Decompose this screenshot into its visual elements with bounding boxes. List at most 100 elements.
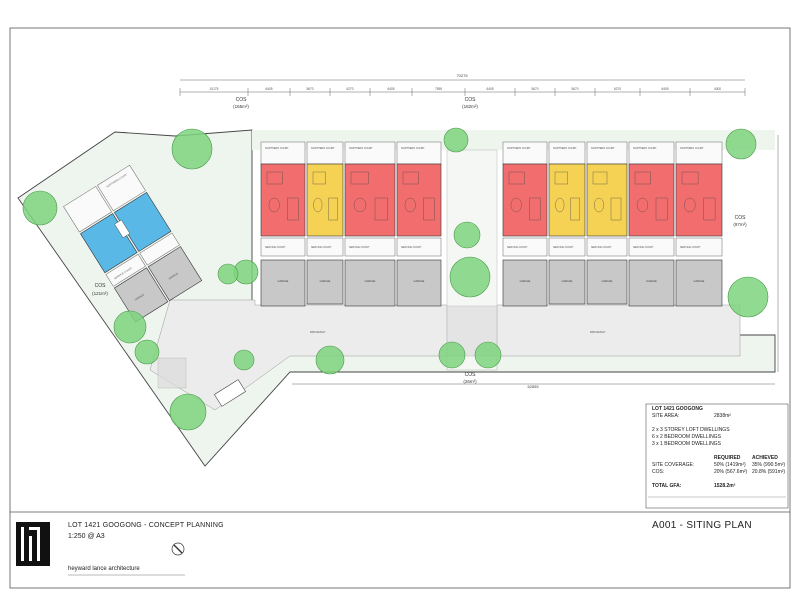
service-court-9: [675, 237, 723, 257]
garage-label-6: GARAGE: [562, 280, 573, 283]
cos-e-area: (97m²): [733, 222, 747, 227]
tree-4: [113, 310, 147, 344]
northern-court-8: [628, 141, 675, 165]
service-court-5: [502, 237, 548, 257]
northern-court-label-3: NORTHERN COURT: [349, 147, 373, 150]
tree-1: [22, 190, 58, 226]
dining-table-5: [510, 197, 522, 213]
dwelling-3: [344, 163, 396, 237]
dwelling-room-8: [634, 171, 651, 185]
sheet-title: A001 - SITING PLAN: [652, 520, 752, 531]
dimension-segment-5: 6405: [387, 87, 394, 91]
dimension-segment-12: 4000: [714, 87, 721, 91]
site-coverage-required: 50% (1419m²): [714, 462, 746, 468]
angled-block: NORTHERN COURT SERVICE COURT GARAGE GARA…: [63, 164, 203, 323]
service-court-1: [260, 237, 306, 257]
garage-9: [675, 259, 723, 307]
firm-logo: [16, 522, 50, 566]
driveway-label-right: DRIVEWAY: [590, 330, 606, 334]
northern-court-label-4: NORTHERN COURT: [401, 147, 425, 150]
service-court-angled-a: [105, 253, 146, 287]
dwelling-room-9: [681, 171, 699, 185]
garage-5: [502, 259, 548, 307]
drawing-scale: 1:250 @ A3: [68, 533, 105, 540]
required-header: REQUIRED: [714, 455, 741, 461]
dining-table-4: [404, 197, 416, 213]
service-court-label-3: SERVICE COURT: [349, 246, 370, 249]
dwelling-mix-3: 3 x 1 BEDROOM DWELLINGS: [652, 441, 721, 447]
stair-a: [114, 219, 131, 239]
dining-table-6: [555, 197, 565, 213]
cos-b-area: (182m²): [462, 104, 478, 109]
garage-4: [396, 259, 442, 307]
site-info-box: LOT 1421 GOOGONG SITE AREA:2838m² 2 x 3 …: [650, 406, 786, 490]
cos-label: COS:: [652, 469, 665, 475]
northern-court-label-2: NORTHERN COURT: [311, 147, 335, 150]
dwelling-mix-1: 2 x 3 STOREY LOFT DWELLINGS: [652, 427, 730, 433]
northern-court-angled-a: [63, 186, 112, 233]
tree-11: [453, 221, 481, 249]
cos-b-name: COS: [465, 97, 477, 103]
kitchen-bench-2: [328, 197, 338, 221]
garage-angled-label-b: GARAGE: [168, 272, 179, 280]
tree-14: [727, 276, 769, 318]
dimension-segment-7: 6405: [486, 87, 493, 91]
cos-a-name: COS: [236, 97, 248, 103]
trees: [22, 127, 769, 431]
garage-label-3: GARAGE: [365, 280, 376, 283]
service-court-label-1: SERVICE COURT: [265, 246, 286, 249]
achieved-header: ACHIEVED: [752, 455, 778, 461]
dining-table-7: [594, 197, 604, 213]
dimension-segment-2: 6405: [265, 87, 272, 91]
service-court-6: [548, 237, 586, 257]
tree-9: [474, 341, 502, 369]
garage-label-2: GARAGE: [320, 280, 331, 283]
dimension-segment-6: 7595: [435, 87, 442, 91]
project-title: LOT 1421 GOOGONG - CONCEPT PLANNING: [68, 522, 224, 529]
garage-2: [306, 259, 344, 305]
kitchen-bench-8: [655, 197, 668, 221]
dining-table-1: [268, 197, 280, 213]
tree-7: [315, 345, 345, 375]
garage-7: [586, 259, 628, 305]
site-coverage-label: SITE COVERAGE:: [652, 462, 695, 468]
northern-court-label-6: NORTHERN COURT: [553, 147, 577, 150]
dining-table-8: [636, 197, 649, 213]
service-court-7: [586, 237, 628, 257]
garage-angled-a: [113, 267, 169, 323]
northern-court-6: [548, 141, 586, 165]
dwelling-room-3: [350, 171, 369, 185]
garage-angled-label-a: GARAGE: [134, 293, 145, 301]
site-coverage-achieved: 35% (990.5m²): [752, 462, 786, 468]
kitchen-bench-6: [570, 197, 580, 221]
garage-label-1: GARAGE: [278, 280, 289, 283]
service-court-8: [628, 237, 675, 257]
dwelling-9: [675, 163, 723, 237]
service-court-label-5: SERVICE COURT: [507, 246, 528, 249]
dining-table-3: [353, 197, 367, 213]
dimension-overall-top: 70275: [456, 73, 468, 78]
garage-label-5: GARAGE: [520, 280, 531, 283]
garage-label-8: GARAGE: [646, 280, 657, 283]
service-court-label-9: SERVICE COURT: [680, 246, 701, 249]
dwelling-row: NORTHERN COURT SERVICE COURT GARAGE NORTHER…: [260, 141, 723, 307]
kitchen-bench-9: [703, 197, 716, 221]
cos-d-name: COS: [465, 372, 477, 378]
kitchen-bench-4: [423, 197, 435, 221]
dimension-segment-10: 6270: [614, 87, 621, 91]
tree-16: [217, 263, 239, 285]
northern-court-9: [675, 141, 723, 165]
tree-15: [169, 393, 207, 431]
gfa-value: 1528.2m²: [714, 483, 736, 489]
dwelling-room-5: [508, 171, 525, 185]
dimension-segment-9: 5670: [571, 87, 578, 91]
garage-6: [548, 259, 586, 305]
dimension-segment-3: 5670: [306, 87, 313, 91]
garage-angled-b: [147, 246, 203, 302]
northern-court-label-8: NORTHERN COURT: [633, 147, 657, 150]
cos-c-name: COS: [95, 283, 107, 289]
northern-court-angled-b: [97, 164, 146, 212]
gfa-label: TOTAL GFA:: [652, 483, 682, 489]
